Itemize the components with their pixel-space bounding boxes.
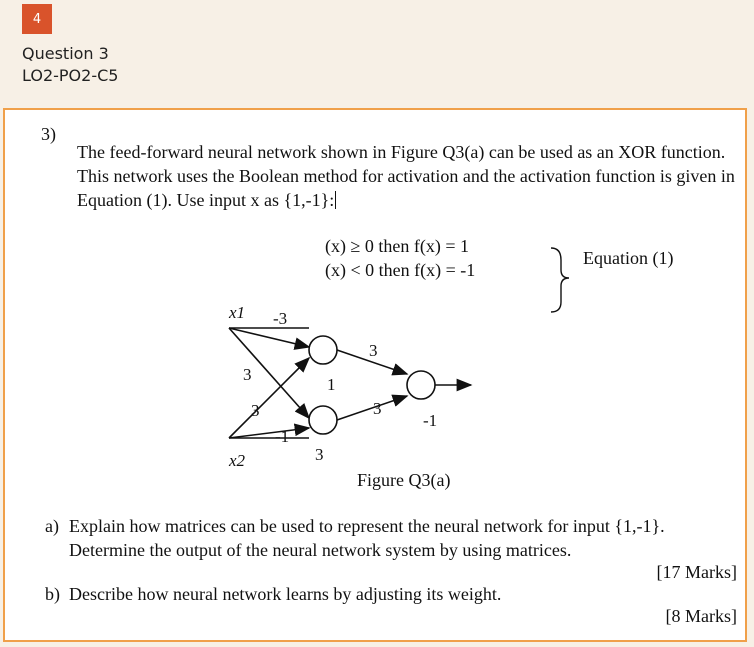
- hidden-node-2: [308, 405, 338, 435]
- edge-x2-h1: [228, 356, 311, 439]
- question-card: 3) The feed-forward neural network shown…: [3, 108, 747, 642]
- weight-x1-h2: 3: [243, 365, 252, 384]
- bias-h1: 1: [327, 375, 336, 394]
- weight-h2-o: 3: [373, 399, 382, 418]
- part-a-text: Explain how matrices can be used to repr…: [69, 516, 665, 560]
- output-node: [406, 370, 436, 400]
- text-cursor: [335, 191, 337, 209]
- input-label-x2: x2: [228, 451, 246, 470]
- equation-label: Equation (1): [583, 248, 674, 268]
- bias-h2: 3: [315, 445, 324, 464]
- input-label-x1: x1: [228, 303, 245, 322]
- equation-rule-1: (x) ≥ 0 then f(x) = 1: [325, 236, 469, 256]
- question-code: LO2-PO2-C5: [22, 66, 119, 85]
- edge-x1-h1: [228, 327, 311, 350]
- weight-x2-h2: -1: [275, 427, 289, 446]
- part-b-text: Describe how neural network learns by ad…: [69, 584, 502, 604]
- question-intro: The feed-forward neural network shown in…: [77, 140, 737, 212]
- question-number: 3): [41, 124, 56, 144]
- weight-h1-o: 3: [369, 341, 378, 360]
- equation-brace: [550, 247, 570, 313]
- weight-x2-h1: 3: [251, 401, 260, 420]
- question-number-badge[interactable]: 4: [22, 4, 52, 34]
- question-header: 4 Question 3 LO2-PO2-C5: [0, 0, 754, 108]
- part-b-label: b): [45, 584, 60, 604]
- question-title: Question 3: [22, 44, 109, 63]
- figure-caption: Figure Q3(a): [357, 470, 451, 490]
- hidden-node-1: [308, 335, 338, 365]
- part-a-label: a): [45, 516, 59, 536]
- edge-x1-h2: [228, 327, 311, 420]
- part-b-marks: [8 Marks]: [665, 606, 737, 626]
- edge-h1-o: [336, 349, 409, 376]
- question-intro-text: The feed-forward neural network shown in…: [77, 142, 735, 210]
- bias-o: -1: [423, 411, 437, 430]
- neural-network-diagram: x1 x2 -3 3 3 -1 1 3 3 3 -1: [228, 303, 473, 470]
- edge-x2-h2: [228, 423, 311, 439]
- weight-x1-h1: -3: [273, 309, 287, 328]
- equation-rule-2: (x) < 0 then f(x) = -1: [325, 260, 476, 280]
- edge-h2-o: [336, 394, 409, 421]
- part-a-marks: [17 Marks]: [656, 562, 737, 582]
